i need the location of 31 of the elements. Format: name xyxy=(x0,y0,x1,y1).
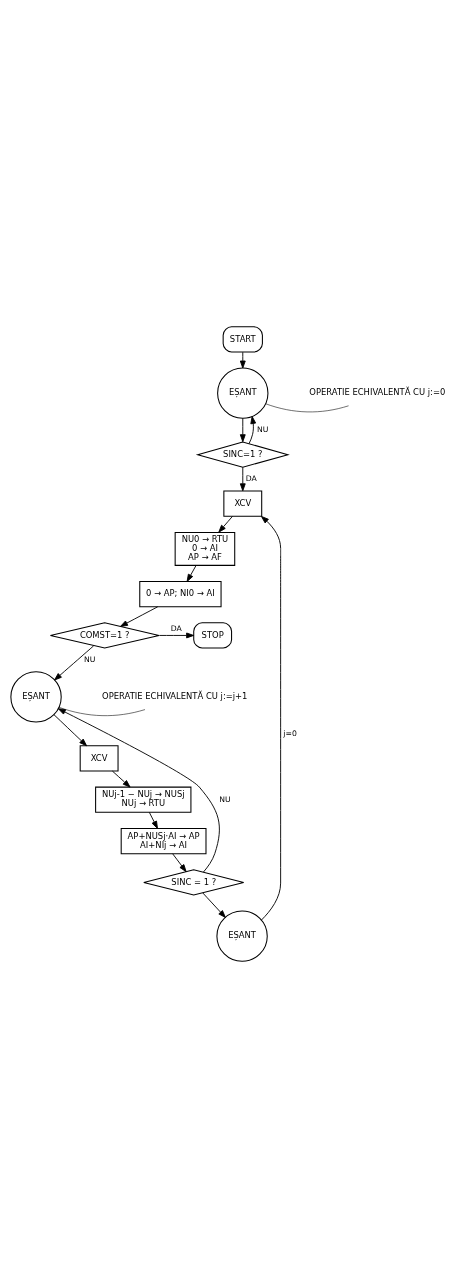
connector xyxy=(265,403,349,413)
arrow xyxy=(239,466,246,492)
arrow xyxy=(186,564,197,582)
arrow xyxy=(239,417,246,443)
arrow xyxy=(111,770,131,788)
arrow xyxy=(158,632,195,639)
node-diamond: SINC=1 ? xyxy=(195,441,290,468)
node-diamond: SINC = 1 ? xyxy=(143,869,245,896)
connector xyxy=(58,707,146,716)
node-box: NU0 → RTU 0 → AI AP → AF xyxy=(174,531,236,566)
node-box: START xyxy=(222,326,263,353)
node-text: OPERATIE ECHIVALENTĂ CU j:=j+1 xyxy=(102,691,248,702)
arrow xyxy=(172,853,187,873)
arrow xyxy=(57,708,220,873)
arrow xyxy=(54,645,95,681)
arrow xyxy=(239,351,246,369)
node-box: XCV xyxy=(223,490,263,517)
arrow xyxy=(218,515,233,533)
node-box: 0 → AP; NI0 → AI xyxy=(139,580,222,608)
arrow xyxy=(260,516,282,921)
arrow xyxy=(53,714,88,747)
node-text: OPERATIE ECHIVALENTĂ CU j:=0 xyxy=(309,387,446,398)
node-circle: EȘANT xyxy=(217,367,269,419)
node-box: STOP xyxy=(193,622,233,649)
node-box: NUj-1 − NUj → NUSj NUj → RTU xyxy=(95,786,192,813)
arrow xyxy=(148,811,158,829)
arrow xyxy=(248,416,257,445)
arrow xyxy=(202,892,226,918)
node-box: AP+NUSj·AI → AP AI+NIj → AI xyxy=(120,827,207,855)
node-box: XCV xyxy=(79,745,119,772)
arrow xyxy=(120,606,159,627)
